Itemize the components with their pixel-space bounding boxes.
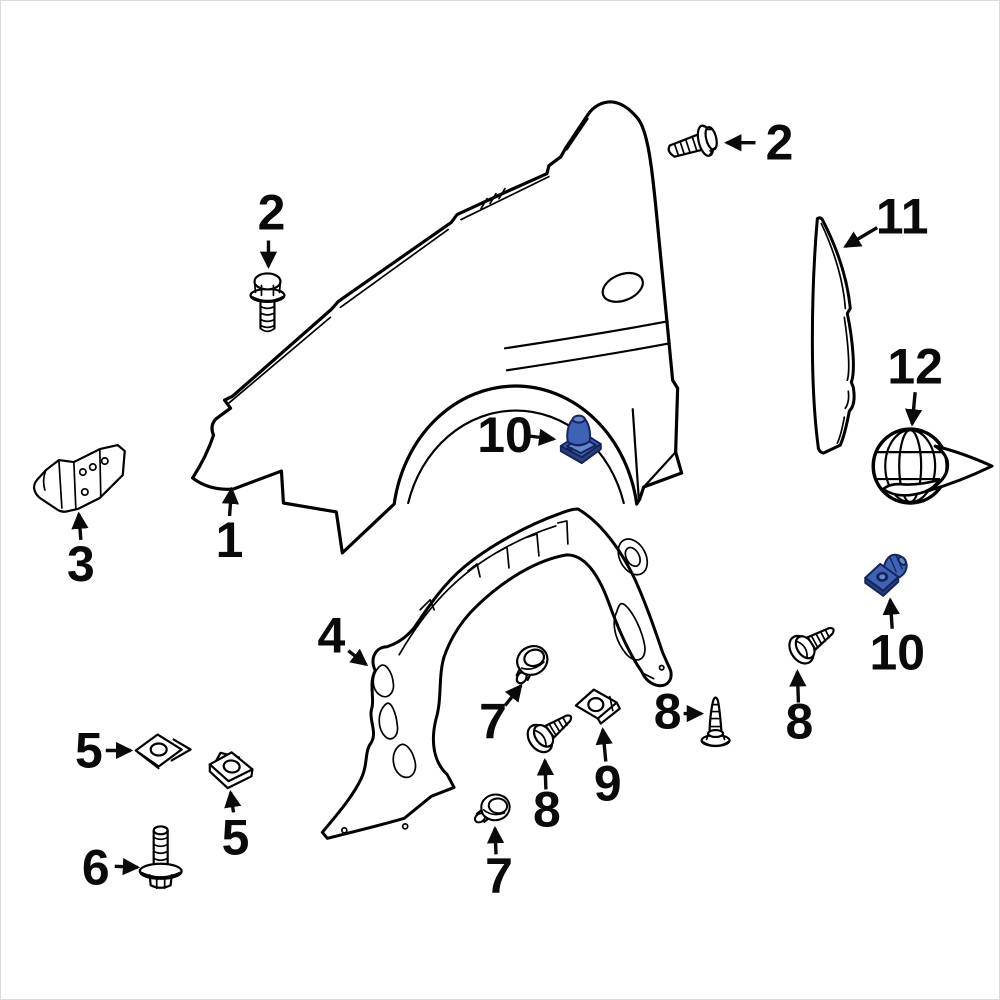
callout-label: 3 — [67, 536, 95, 592]
callout-5-right: 5 — [222, 790, 250, 865]
molding-strip-drawing — [810, 216, 856, 455]
bracket-drawing — [33, 444, 126, 513]
callout-4: 4 — [317, 608, 369, 667]
callout-arrow — [529, 428, 557, 446]
callout-label: 8 — [786, 694, 814, 750]
pushpin-drawing — [700, 696, 731, 748]
callout-arrow — [882, 597, 900, 629]
callout-label: 10 — [477, 407, 532, 463]
callout-arrow — [843, 226, 879, 248]
callout-2-front: 2 — [258, 185, 286, 269]
callout-8-rear: 8 — [786, 669, 814, 750]
callout-label: 10 — [869, 625, 925, 681]
liner-clip-drawing — [574, 688, 621, 725]
callout-arrow — [789, 669, 807, 703]
bracket-bolt-drawing — [138, 825, 183, 890]
callout-11: 11 — [843, 189, 929, 248]
callout-label: 1 — [216, 512, 244, 568]
clip-nut-drawing-2 — [208, 751, 254, 790]
callout-label: 12 — [887, 338, 942, 394]
callout-2-rear: 2 — [724, 115, 794, 171]
callout-arrow — [114, 857, 141, 876]
callout-label: 8 — [533, 781, 561, 837]
callout-1: 1 — [216, 486, 244, 568]
bolt-drawing-rear — [667, 124, 718, 158]
callout-10-rear: 10 — [869, 597, 925, 681]
grommet-drawing-center — [559, 414, 602, 465]
callout-arrow — [904, 392, 923, 427]
callout-label: 7 — [479, 694, 507, 750]
callout-label: 8 — [654, 684, 682, 740]
rivet-drawing-upper — [505, 641, 555, 688]
clip-nut-drawing-1 — [134, 733, 192, 770]
callout-arrow — [536, 758, 555, 790]
callout-arrow — [224, 790, 242, 813]
callout-label: 6 — [82, 839, 110, 895]
callout-arrow — [595, 727, 613, 762]
callout-6: 6 — [82, 839, 141, 895]
callout-9: 9 — [594, 727, 622, 811]
screw-drawing-center — [521, 703, 581, 758]
callout-10-center: 10 — [477, 407, 557, 463]
callout-arrow — [71, 511, 89, 541]
fender-liner-drawing — [320, 507, 673, 840]
callout-label: 5 — [75, 722, 103, 778]
callout-label: 11 — [876, 189, 929, 245]
callout-12: 12 — [887, 338, 943, 427]
callout-label: 2 — [766, 115, 794, 171]
callout-7-lower: 7 — [485, 825, 513, 904]
callout-arrow — [347, 648, 369, 667]
callout-arrow — [503, 683, 523, 707]
callout-label: 2 — [258, 185, 286, 241]
callout-5-left: 5 — [75, 722, 134, 778]
callout-label: 4 — [317, 608, 345, 664]
callout-arrow — [221, 486, 240, 517]
callout-label: 7 — [485, 848, 513, 904]
globe-emblem-drawing — [871, 427, 994, 505]
fender-panel-drawing — [191, 100, 684, 555]
rivet-drawing-lower — [471, 791, 512, 829]
callout-8-center: 8 — [533, 758, 561, 837]
bolt-drawing-front — [249, 272, 286, 333]
callout-label: 5 — [222, 809, 250, 865]
screw-drawing-rear — [783, 615, 843, 670]
callout-arrow — [486, 825, 505, 855]
grommet-drawing-rear — [864, 553, 908, 597]
callout-3: 3 — [67, 511, 95, 592]
callout-7-upper: 7 — [479, 683, 523, 750]
callout-8-pushpin: 8 — [654, 684, 705, 740]
callout-label: 9 — [594, 755, 622, 811]
